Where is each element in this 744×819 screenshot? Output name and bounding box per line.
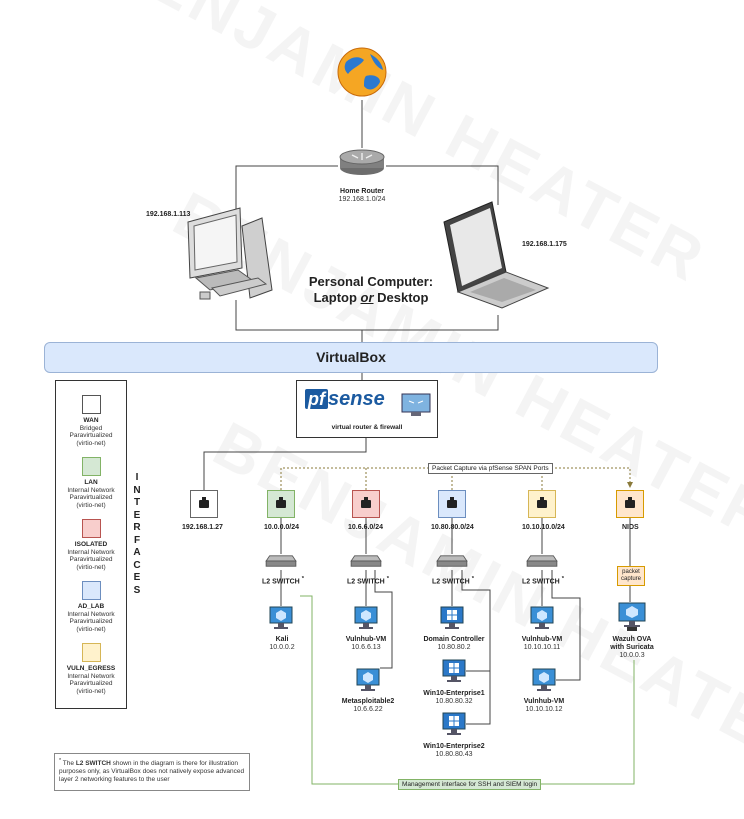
l2-switch-note: * The L2 SWITCH shown in the diagram is … xyxy=(54,753,250,791)
vertical-title-letter: N xyxy=(133,484,141,496)
router-net: 192.168.1.0/24 xyxy=(338,196,386,203)
port-isolated xyxy=(352,490,380,518)
vertical-title-letter: R xyxy=(133,522,141,533)
vertical-title-letter: S xyxy=(133,584,141,596)
switch-icon xyxy=(526,555,558,567)
switch-icon xyxy=(436,555,468,567)
switch-label-isolated: L2 SWITCH * xyxy=(347,576,389,586)
vm-icon xyxy=(354,606,378,629)
windows-vm-icon xyxy=(442,712,466,735)
laptop-icon xyxy=(443,201,550,309)
vertical-title-letter: A xyxy=(133,547,141,558)
vertical-title-letter: C xyxy=(133,559,141,571)
desktop-ip: 192.168.1.113 xyxy=(146,211,191,218)
packet-capture-box: packet capture xyxy=(617,566,645,586)
interface-label-adlab: 10.80.80.0/24 xyxy=(431,524,474,531)
interface-label-vulnegress: 10.10.10.0/24 xyxy=(522,524,565,531)
vm-icon xyxy=(269,606,293,629)
port-vulnegress xyxy=(528,490,556,518)
switch-icon xyxy=(350,555,382,567)
vertical-title-letter: I xyxy=(135,472,139,483)
windows-vm-icon xyxy=(442,659,466,682)
router-icon xyxy=(339,149,385,175)
switch-label-lan: L2 SWITCH * xyxy=(262,576,304,586)
port-lan xyxy=(267,490,295,518)
vertical-title-letter: E xyxy=(133,509,141,521)
pfsense-caption: virtual router & firewall xyxy=(331,424,403,431)
vertical-title-letter: T xyxy=(133,497,141,508)
interface-label-isolated: 10.6.6.0/24 xyxy=(348,524,384,531)
laptop-ip: 192.168.1.175 xyxy=(522,241,567,248)
management-label: Management interface for SSH and SIEM lo… xyxy=(398,779,542,790)
port-wan xyxy=(190,490,218,518)
pc-title-line2: Laptop or Desktop xyxy=(313,290,429,305)
vm-icon xyxy=(530,606,554,629)
vm-icon xyxy=(356,668,380,691)
router-label: Home Router 192.168.1.0/24 xyxy=(312,188,412,204)
port-nids xyxy=(616,490,644,518)
span-label: Packet Capture via pfSense SPAN Ports xyxy=(428,463,553,474)
interface-label-nids: NIDS xyxy=(622,524,639,531)
switch-label-adlab: L2 SWITCH * xyxy=(432,576,474,586)
monitor-icon xyxy=(401,393,431,416)
wazuh-vm-icon xyxy=(618,602,646,631)
windows-vm-icon xyxy=(440,606,464,629)
pc-title-or: or xyxy=(360,290,374,305)
interface-label-wan: 192.168.1.27 xyxy=(182,524,223,531)
virtualbox-bar: VirtualBox xyxy=(44,342,658,373)
desktop-icon xyxy=(187,207,273,300)
vertical-title-letter: E xyxy=(133,572,141,583)
switch-label-vulnegress: L2 SWITCH * xyxy=(522,576,564,586)
switch-icon xyxy=(265,555,297,567)
port-adlab xyxy=(438,490,466,518)
vertical-title-letter: F xyxy=(133,534,141,546)
pc-title-line1: Personal Computer: xyxy=(308,274,434,289)
interface-label-lan: 10.0.0.0/24 xyxy=(264,524,300,531)
vm-icon xyxy=(532,668,556,691)
globe-icon xyxy=(337,47,387,97)
personal-computer-title: Personal Computer: Laptop or Desktop xyxy=(296,274,446,306)
router-name: Home Router xyxy=(340,188,384,195)
